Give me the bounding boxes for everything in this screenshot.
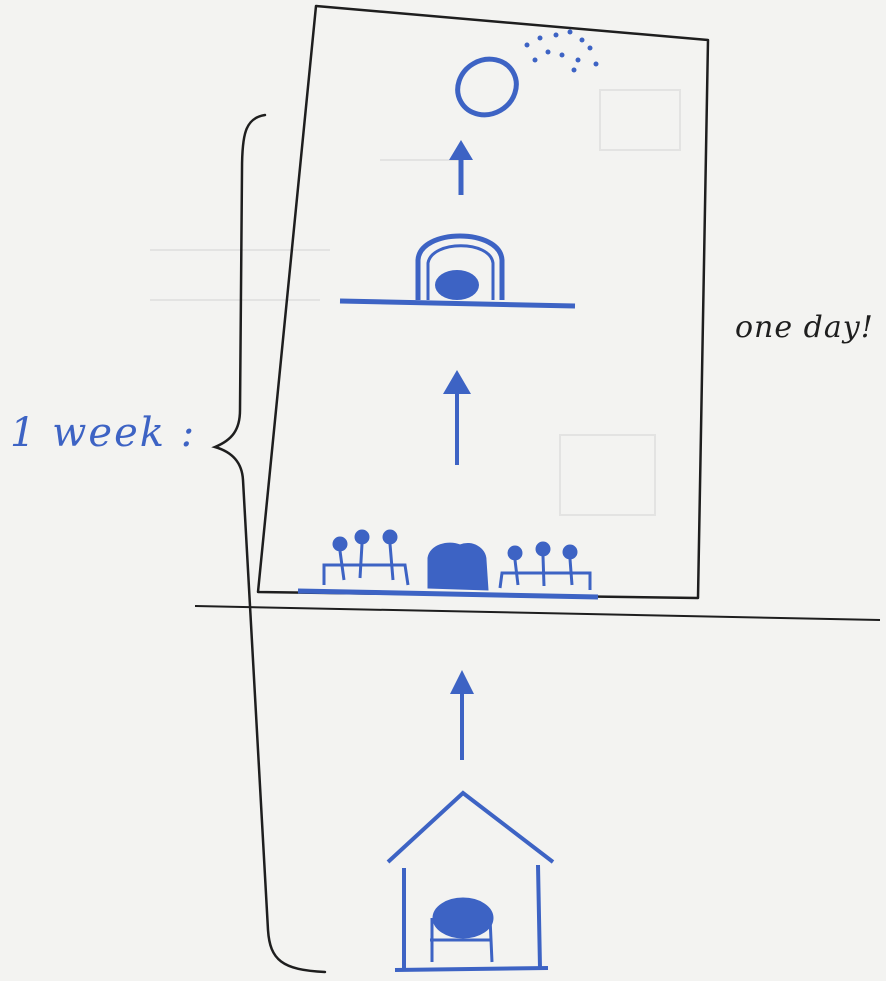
oven-icon bbox=[340, 236, 575, 306]
divider-line bbox=[195, 606, 880, 620]
ball-icon bbox=[448, 30, 599, 126]
one-day-label: one day! bbox=[735, 310, 874, 345]
week-curly-brace bbox=[215, 115, 325, 972]
one-week-label: 1 week : bbox=[10, 410, 196, 456]
up-arrow-icon bbox=[450, 670, 474, 760]
up-arrow-icon bbox=[449, 140, 473, 195]
workshop-scene-icon bbox=[298, 530, 598, 597]
up-arrow-icon bbox=[443, 370, 471, 465]
house-icon bbox=[388, 793, 553, 970]
